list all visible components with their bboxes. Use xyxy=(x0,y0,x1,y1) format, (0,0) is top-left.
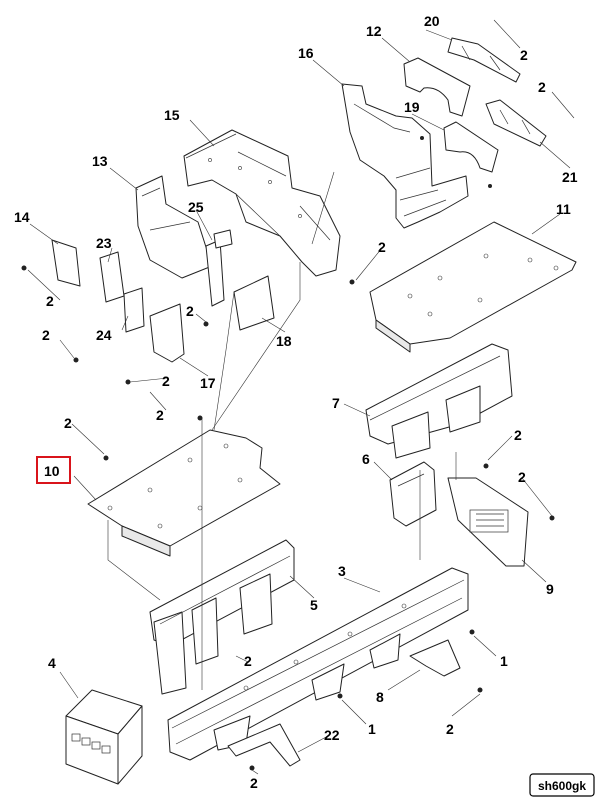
callout-1: 1 xyxy=(500,653,508,669)
callout-17: 17 xyxy=(200,375,216,391)
part-14-bracket xyxy=(21,239,81,287)
callout-15: 15 xyxy=(164,107,180,123)
callout-2: 2 xyxy=(446,721,454,737)
callout-5: 5 xyxy=(310,597,318,613)
callout-2: 2 xyxy=(156,407,164,423)
callout-2: 2 xyxy=(520,47,528,63)
callout-7: 7 xyxy=(332,395,340,411)
callout-2: 2 xyxy=(42,327,50,343)
leader-lines xyxy=(27,19,575,775)
callout-16: 16 xyxy=(298,45,314,61)
callout-2: 2 xyxy=(162,373,170,389)
callout-2: 2 xyxy=(244,653,252,669)
callout-18: 18 xyxy=(276,333,292,349)
figure-code-badge: sh600gk xyxy=(529,773,595,797)
part-20-bracket xyxy=(447,37,521,83)
callout-2: 2 xyxy=(378,239,386,255)
callouts: 20 12 2 16 2 19 15 21 13 25 11 14 23 2 2… xyxy=(14,13,578,791)
part-22-bracket xyxy=(227,693,343,771)
callout-2: 2 xyxy=(514,427,522,443)
part-4-box xyxy=(65,689,143,785)
part-11-plate xyxy=(349,221,577,353)
callout-24: 24 xyxy=(96,327,112,343)
figure-code-label: sh600gk xyxy=(538,779,586,793)
part-23-bracket xyxy=(99,251,125,303)
part-18-bracket xyxy=(203,275,275,331)
part-25-pillar xyxy=(205,229,233,307)
part-10-plate xyxy=(87,415,281,557)
callout-12: 12 xyxy=(366,23,382,39)
part-9-plate xyxy=(447,477,555,567)
callout-6: 6 xyxy=(362,451,370,467)
callout-13: 13 xyxy=(92,153,108,169)
callout-2: 2 xyxy=(64,415,72,431)
part-6-bracket xyxy=(389,461,489,527)
part-15-cover xyxy=(183,129,341,277)
callout-21: 21 xyxy=(562,169,578,185)
callout-22: 22 xyxy=(324,727,340,743)
callout-2: 2 xyxy=(538,79,546,95)
part-17-bracket xyxy=(125,303,185,385)
callout-4: 4 xyxy=(48,655,56,671)
part-24-bracket xyxy=(73,287,145,363)
part-16-frame xyxy=(341,83,492,229)
callout-20: 20 xyxy=(424,13,440,29)
callout-23: 23 xyxy=(96,235,112,251)
callout-2: 2 xyxy=(518,469,526,485)
callout-2: 2 xyxy=(250,775,258,791)
part-12-saddle xyxy=(403,57,471,117)
callout-11: 11 xyxy=(556,201,571,217)
callout-10-highlight xyxy=(36,456,71,484)
part-8-bracket xyxy=(409,629,483,693)
callout-3: 3 xyxy=(338,563,346,579)
callout-2: 2 xyxy=(46,293,54,309)
part-21-bracket xyxy=(485,99,547,147)
callout-25: 25 xyxy=(188,199,204,215)
part-19-saddle xyxy=(443,121,499,173)
callout-10: 10 xyxy=(44,463,60,479)
callout-1: 1 xyxy=(368,721,376,737)
callout-9: 9 xyxy=(546,581,554,597)
part-13-panel xyxy=(135,175,213,279)
callout-2: 2 xyxy=(186,303,194,319)
callout-8: 8 xyxy=(376,689,384,705)
callout-19: 19 xyxy=(404,99,420,115)
callout-14: 14 xyxy=(14,209,30,225)
part-5-crossmember xyxy=(149,539,295,695)
part-7-bracket xyxy=(365,343,513,459)
